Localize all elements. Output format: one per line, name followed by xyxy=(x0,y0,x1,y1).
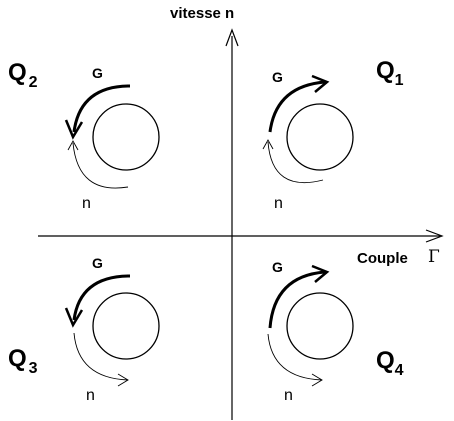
speed-arc xyxy=(72,142,129,189)
speed-arc xyxy=(73,332,129,381)
speed-arrow-icon xyxy=(117,373,129,387)
speed-arrow-icon xyxy=(67,140,79,151)
torque-arrow-icon xyxy=(311,74,330,93)
torque-arc xyxy=(72,84,131,133)
torque-axis-symbol: Γ xyxy=(428,247,440,267)
torque-arc xyxy=(268,270,326,329)
quadrant-label: Q1 xyxy=(376,57,404,89)
speed-label: n xyxy=(284,387,293,404)
torque-arc xyxy=(72,274,131,321)
speed-label: n xyxy=(86,387,95,404)
machine-circle xyxy=(92,103,160,171)
speed-label: n xyxy=(82,195,91,212)
speed-axis-label: vitesse n xyxy=(170,5,234,22)
speed-arc xyxy=(267,141,324,184)
machine-circle xyxy=(286,292,354,360)
speed-arc xyxy=(267,333,323,381)
torque-label: G xyxy=(92,255,103,271)
torque-label: G xyxy=(92,65,103,81)
torque-axis-label: Couple xyxy=(357,250,408,267)
speed-label: n xyxy=(274,195,283,212)
machine-circle xyxy=(286,103,354,171)
torque-arc xyxy=(268,80,326,133)
torque-axis-arrow-icon xyxy=(425,229,444,243)
quadrant-q1: Q1 G n xyxy=(262,57,404,212)
torque-arrow-icon xyxy=(64,119,84,140)
torque-label: G xyxy=(272,259,283,275)
quadrant-q4: Q4 G n xyxy=(267,259,404,404)
quadrant-label: Q4 xyxy=(376,347,404,379)
speed-arrow-icon xyxy=(311,373,323,387)
speed-arrow-icon xyxy=(262,139,274,150)
torque-label: G xyxy=(272,69,283,85)
speed-axis-arrow-icon xyxy=(225,28,239,47)
torque-arrow-icon xyxy=(64,307,84,328)
torque-arrow-icon xyxy=(311,264,330,283)
machine-circle xyxy=(92,292,160,360)
